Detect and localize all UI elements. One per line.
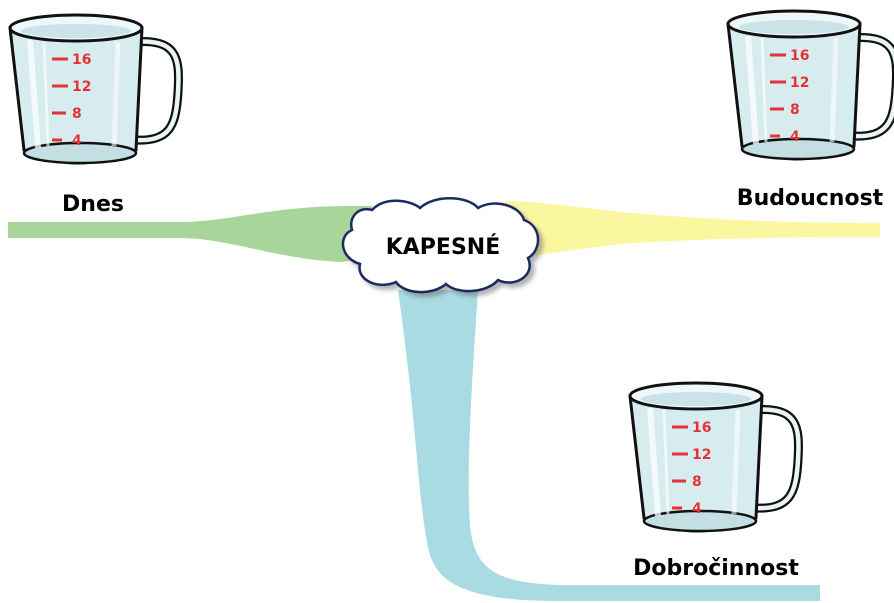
jar-dobrocinnost: 16 12 8 4 [630, 383, 798, 531]
jar-budoucnost-tick-4: 4 [790, 129, 800, 145]
jar-budoucnost: 16 12 8 4 [728, 11, 894, 159]
jar-budoucnost-tick-12: 12 [790, 75, 809, 91]
jar-dobrocinnost-tick-12: 12 [692, 447, 711, 463]
center-label: KAPESNÉ [386, 234, 501, 260]
stream-dnes [8, 206, 372, 262]
jar-dnes-tick-4: 4 [72, 133, 82, 149]
stream-budoucnost [505, 201, 880, 258]
jar-dnes: 16 12 8 4 [10, 15, 178, 163]
stream-dobrocinnost [398, 290, 820, 601]
jar-dobrocinnost-tick-4: 4 [692, 501, 702, 517]
jar-dnes-label: Dnes [62, 192, 124, 217]
jar-budoucnost-tick-8: 8 [790, 102, 800, 118]
jar-budoucnost-label: Budoucnost [737, 186, 884, 211]
jar-dnes-tick-16: 16 [72, 52, 91, 68]
jar-budoucnost-tick-16: 16 [790, 48, 809, 64]
kapesne-cloud [341, 197, 540, 294]
jar-dobrocinnost-tick-8: 8 [692, 474, 702, 490]
jar-dobrocinnost-label: Dobročinnost [633, 556, 799, 581]
jar-dobrocinnost-tick-16: 16 [692, 420, 711, 436]
jar-dnes-tick-8: 8 [72, 106, 82, 122]
jar-dnes-tick-12: 12 [72, 79, 91, 95]
